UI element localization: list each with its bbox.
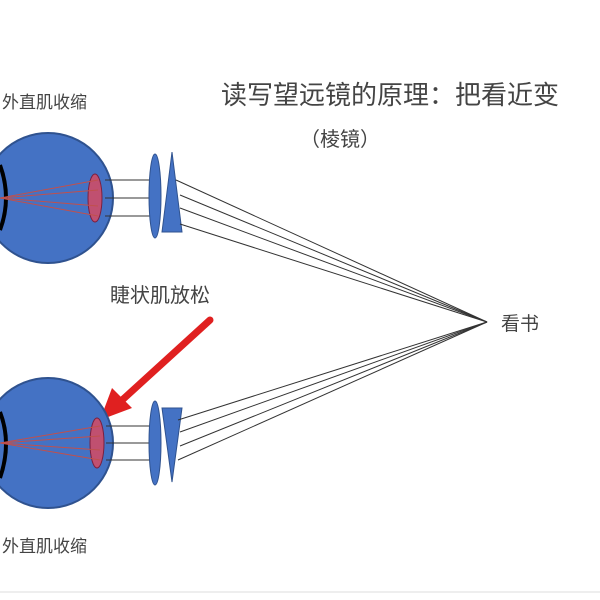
bottom-eye-muscle-label: 外直肌收缩 xyxy=(2,537,87,557)
bottom-eye-lens xyxy=(89,417,105,469)
bottom-eye-assembly: 外直肌收缩 xyxy=(0,321,488,557)
bottom-prism xyxy=(161,407,183,483)
top-convex-lens xyxy=(148,153,162,239)
top-eye-assembly: 外直肌收缩 xyxy=(0,93,488,323)
top-eye-muscle-label: 外直肌收缩 xyxy=(2,93,87,113)
ciliary-label: 睫状肌放松 xyxy=(110,283,210,307)
diagram-subtitle: （棱镜） xyxy=(300,127,380,151)
bottom-eye-rays-to-book xyxy=(177,321,488,461)
ciliary-arrow xyxy=(100,316,214,420)
top-eye-lens xyxy=(87,173,103,223)
top-eye-internal-rays xyxy=(0,179,99,217)
bottom-eye-internal-rays xyxy=(0,425,101,461)
target-label: 看书 xyxy=(501,313,539,335)
bottom-eye-parallel-rays xyxy=(106,425,150,461)
top-prism xyxy=(161,151,183,233)
bottom-convex-lens xyxy=(148,400,162,486)
top-eye-parallel-rays xyxy=(105,179,150,217)
diagram-title: 读写望远镜的原理：把看近变 xyxy=(221,81,559,111)
top-eye-rays-to-book xyxy=(175,179,488,323)
